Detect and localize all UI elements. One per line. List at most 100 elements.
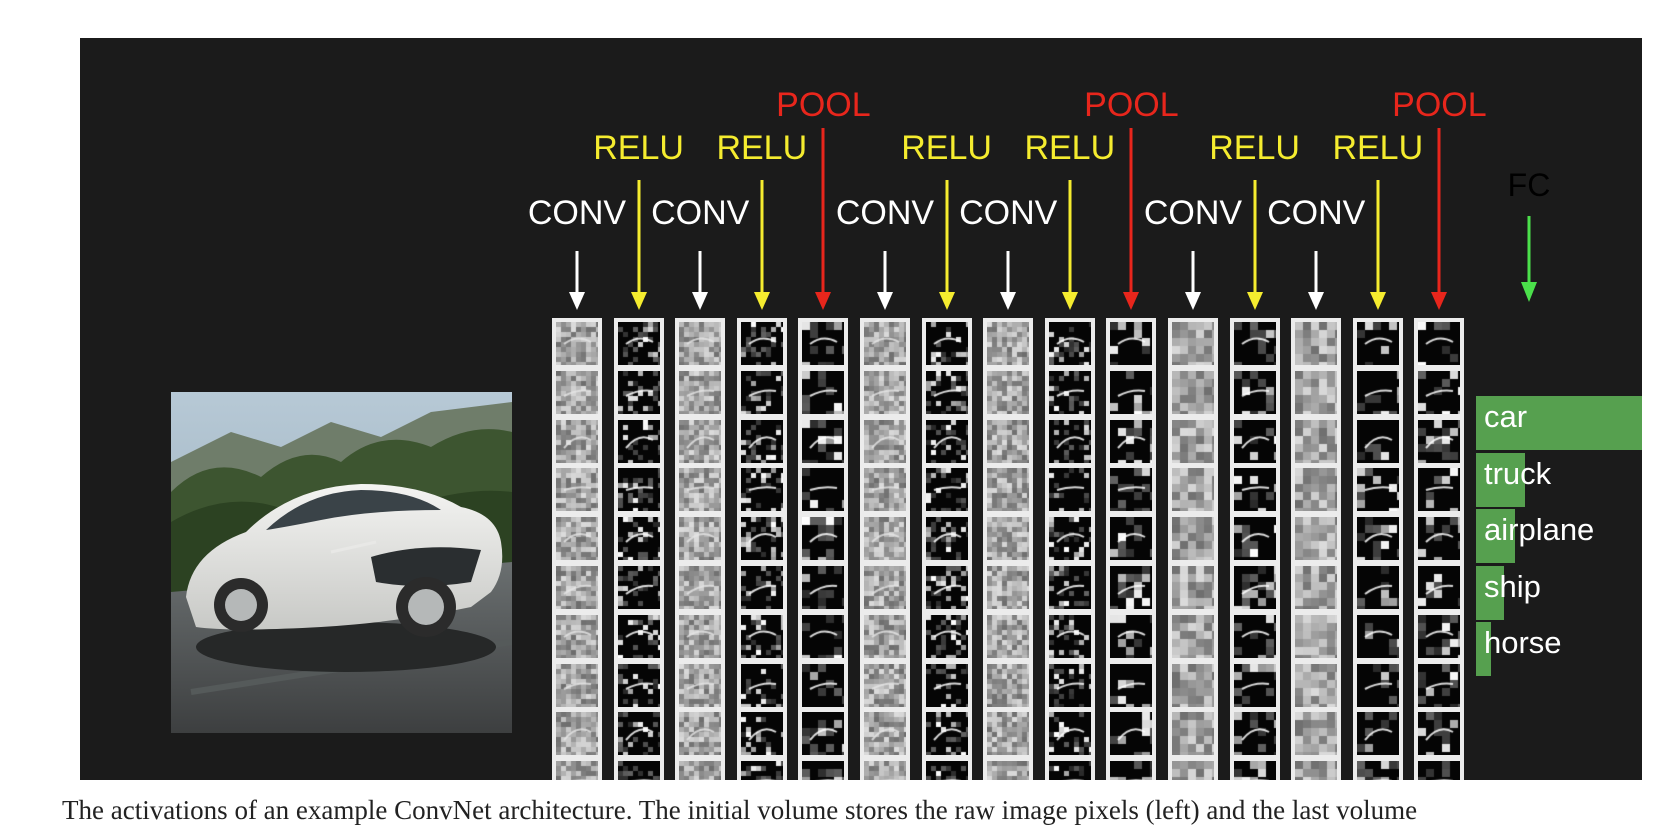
feature-map — [1172, 419, 1214, 463]
feature-map — [987, 468, 1030, 512]
feature-map — [925, 419, 968, 463]
feature-map — [1356, 419, 1399, 463]
feature-map — [1233, 566, 1276, 609]
down-arrow-icon — [1000, 251, 1017, 310]
down-arrow-icon — [692, 251, 709, 310]
class-score-bar — [1476, 622, 1491, 676]
feature-map — [679, 761, 722, 780]
feature-map — [1172, 468, 1214, 512]
feature-map — [864, 517, 906, 561]
feature-map — [556, 468, 598, 512]
feature-map — [556, 419, 598, 463]
layer-label-conv: CONV — [1267, 194, 1366, 232]
feature-map — [740, 761, 783, 780]
feature-map — [1295, 419, 1338, 463]
feature-map — [925, 566, 968, 609]
feature-map — [1233, 614, 1276, 658]
feature-map — [617, 517, 660, 561]
feature-map — [1233, 712, 1276, 756]
down-arrow-icon — [1123, 128, 1140, 310]
feature-map — [1418, 322, 1461, 365]
feature-map — [1356, 370, 1399, 414]
feature-map — [1418, 370, 1461, 414]
feature-map — [1172, 712, 1214, 756]
feature-map — [925, 663, 968, 707]
feature-map — [740, 468, 783, 512]
feature-map — [556, 663, 598, 707]
feature-map — [1295, 712, 1338, 756]
feature-map — [987, 517, 1030, 561]
feature-map — [925, 517, 968, 561]
feature-map — [1048, 761, 1091, 780]
feature-map — [1048, 419, 1091, 463]
feature-map — [802, 614, 845, 658]
feature-map — [1110, 517, 1153, 561]
feature-map — [925, 322, 968, 365]
feature-map — [1110, 566, 1153, 609]
feature-map — [679, 419, 722, 463]
class-label: car — [1484, 399, 1528, 434]
feature-map — [679, 614, 722, 658]
class-score-bar — [1476, 396, 1642, 450]
feature-map — [679, 566, 722, 609]
down-arrow-icon — [569, 251, 585, 310]
feature-map — [864, 663, 906, 707]
feature-map — [1048, 370, 1091, 414]
feature-map — [987, 614, 1030, 658]
feature-map — [1110, 761, 1153, 780]
feature-map — [679, 712, 722, 756]
layer-label-pool: POOL — [1392, 86, 1487, 124]
feature-map — [740, 712, 783, 756]
down-arrow-icon — [938, 180, 955, 310]
layer-label-relu: RELU — [593, 129, 684, 167]
feature-map — [1418, 663, 1461, 707]
feature-map — [679, 370, 722, 414]
layer-label-conv: CONV — [835, 194, 935, 232]
feature-map — [1233, 663, 1276, 707]
feature-map — [987, 712, 1030, 756]
layer-label-conv: CONV — [651, 194, 750, 232]
feature-map — [679, 663, 722, 707]
activation-column-pool — [798, 318, 849, 780]
feature-map — [1172, 663, 1214, 707]
feature-map — [925, 761, 968, 780]
feature-map — [1110, 322, 1153, 365]
feature-map — [1295, 322, 1338, 365]
feature-map — [1048, 468, 1091, 512]
layer-label-conv: CONV — [959, 194, 1058, 232]
activation-column-conv — [1291, 318, 1342, 780]
feature-map — [617, 370, 660, 414]
feature-map — [1418, 712, 1461, 756]
down-arrow-icon — [753, 180, 770, 310]
down-arrow-icon — [630, 180, 647, 310]
feature-map — [556, 517, 598, 561]
down-arrow-icon — [1185, 251, 1201, 310]
feature-map — [1356, 761, 1399, 780]
activation-column-conv — [552, 318, 602, 780]
feature-map — [740, 614, 783, 658]
feature-map — [802, 566, 845, 609]
feature-map — [802, 322, 845, 365]
feature-map — [1356, 712, 1399, 756]
feature-map — [1172, 517, 1214, 561]
down-arrow-icon — [815, 128, 832, 310]
class-score-bar — [1476, 452, 1525, 507]
down-arrow-icon — [1308, 251, 1325, 310]
feature-map — [1356, 517, 1399, 561]
feature-map — [679, 517, 722, 561]
feature-map — [617, 468, 660, 512]
feature-map — [925, 712, 968, 756]
feature-map — [987, 419, 1030, 463]
input-car-image — [171, 392, 512, 733]
feature-map — [864, 468, 906, 512]
feature-map — [617, 419, 660, 463]
class-label: horse — [1484, 625, 1562, 660]
layer-label-relu: RELU — [716, 129, 808, 167]
feature-map — [1048, 614, 1091, 658]
feature-map — [925, 614, 968, 658]
feature-map — [1418, 761, 1461, 780]
layer-label-relu: RELU — [1209, 129, 1300, 167]
feature-map — [1295, 663, 1338, 707]
feature-map — [1295, 468, 1338, 512]
